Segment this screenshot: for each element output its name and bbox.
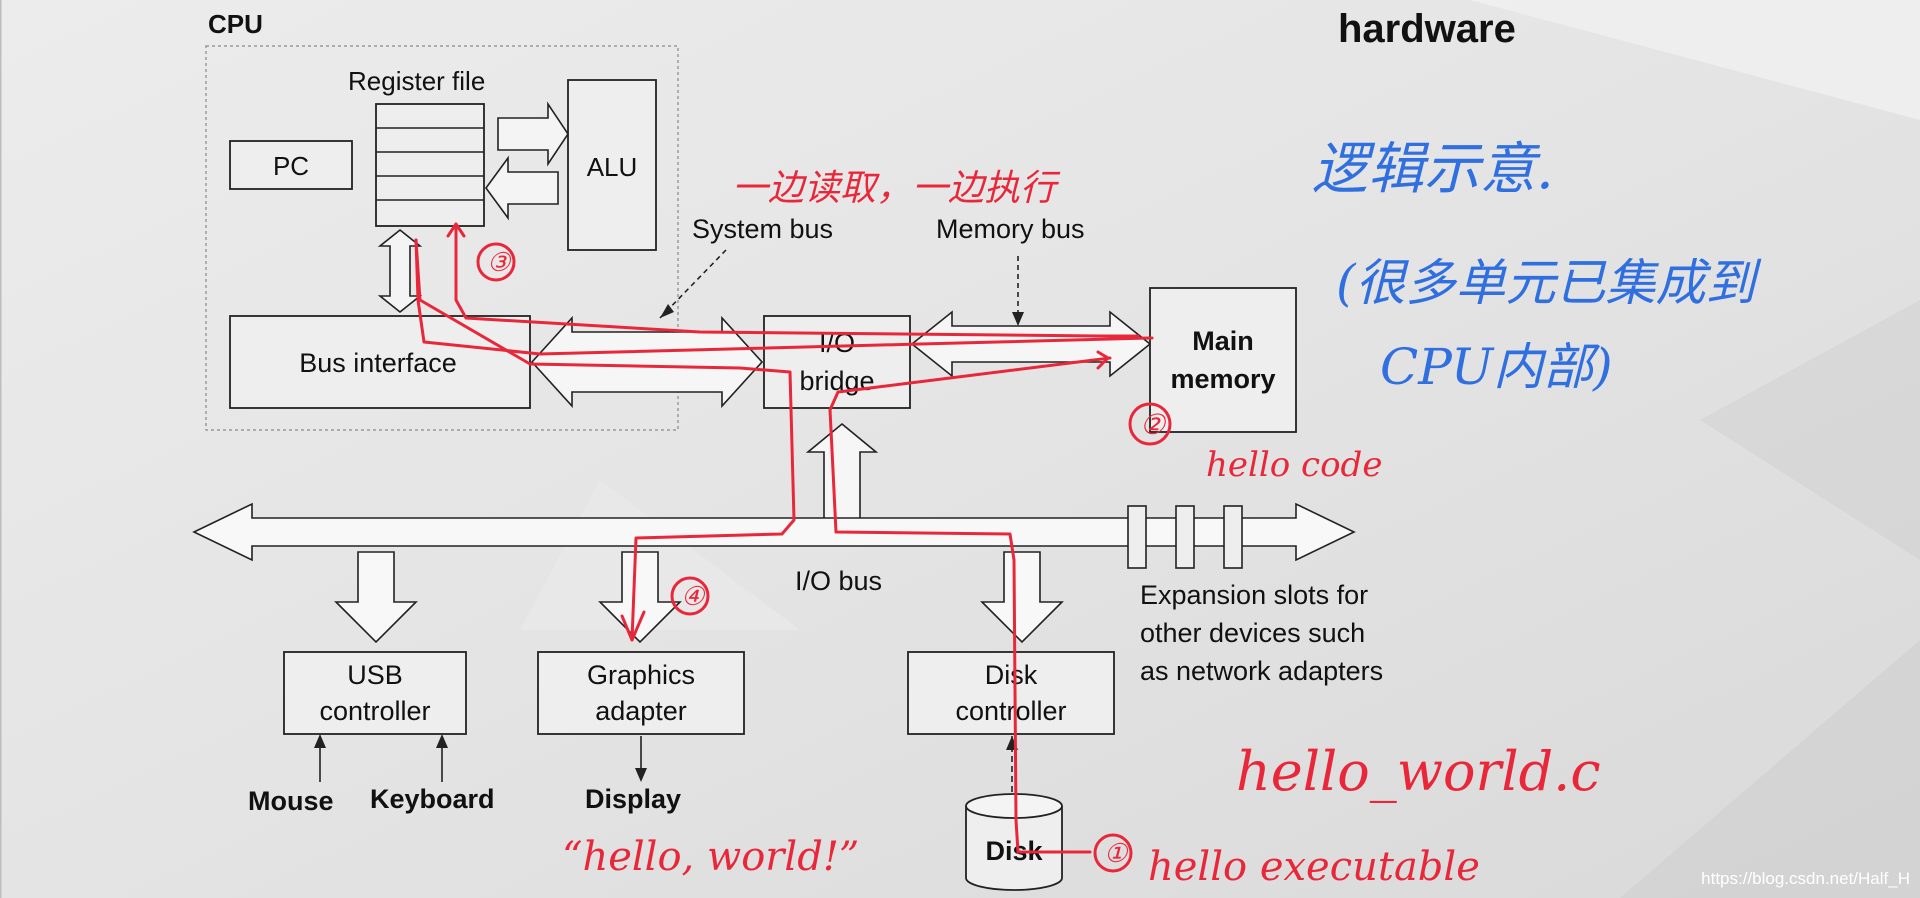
usb-controller-label-line1: USB [347,660,403,690]
step-4-marker: ④ [681,582,706,612]
expansion-slot [1223,505,1243,569]
main-memory [1149,287,1297,433]
cpu-to-graphics-path [414,238,796,642]
system-bus-pointer [659,249,727,319]
disk-to-memory-path [828,356,1112,854]
main-memory-label-line1: Main [1192,326,1254,356]
alu-to-register-arrow [485,155,559,221]
bus-interface-label: Bus interface [299,348,457,378]
graphics-adapter-label-line1: Graphics [587,660,695,690]
graphics-adapter [537,651,745,735]
step-3-marker: ③ [487,248,512,278]
background-facet [1470,0,1920,120]
annotation-read-while-execute: 一边读取，一边执行 [732,168,1061,209]
expansion-slots-label-line3: as network adapters [1140,656,1383,686]
step-4-circle [670,576,710,616]
annotation-integrated-line2: CPU内部) [1380,338,1613,396]
step-1-circle [1093,833,1133,873]
annotation-hello-executable: hello executable [1148,844,1480,890]
step-3-circle [476,242,516,282]
memory-bus-label: Memory bus [936,214,1085,244]
alu-label: ALU [587,152,638,182]
usb-controller [283,651,467,735]
expansion-slots-label-line1: Expansion slots for [1140,580,1368,610]
cpu-to-graphics-arrowhead [620,610,646,642]
usb-bus-connector [334,551,418,644]
register-file [375,103,485,227]
graphics-adapter-label-line2: adapter [595,696,687,726]
background-facet [1620,640,1920,898]
register-file-label: Register file [348,66,485,96]
disk-controller [907,651,1115,735]
annotation-logical-view: 逻辑示意. [1312,137,1554,202]
disk [965,793,1063,891]
cpu-boundary [205,45,679,431]
system-bus-pointer-head [660,304,674,318]
step-2-marker: ② [1140,408,1167,441]
cpu-read-arrowhead [446,222,466,238]
disk-controller-label-line2: controller [955,696,1066,726]
background-facet [1700,300,1920,560]
cpu-label: CPU [208,9,263,39]
io-bus-label: I/O bus [795,566,882,596]
annotation-hello-world-c: hello_world.c [1236,740,1601,803]
system-bus-label: System bus [692,214,833,244]
bus-interface [229,315,531,409]
annotation-hello-world-output: “hello, world!” [562,834,859,880]
memory-to-cpu-path [414,238,1152,356]
watermark: https://blog.csdn.net/Half_H [1701,869,1910,888]
memory-bus-pointer-head [1012,312,1024,326]
keyboard-label: Keyboard [370,784,495,814]
usb-controller-label-line2: controller [319,696,430,726]
disk-to-memory-arrowhead [1096,350,1110,370]
mouse-link-head [314,734,326,748]
keyboard-link-head [436,734,448,748]
main-memory-label-line2: memory [1170,364,1275,394]
expansion-slot [1127,505,1147,569]
display-link-head [635,768,647,782]
io-bus [192,502,1356,562]
graphics-bus-connector [598,551,682,644]
annotation-integrated-line1: (很多单元已集成到 [1336,254,1762,312]
register-to-alu-arrow [497,101,569,167]
register-bus-arrow [377,228,423,314]
display-label: Display [585,784,681,814]
expansion-slot [1175,505,1195,569]
alu [567,79,657,251]
mouse-label: Mouse [248,786,334,816]
step-2-circle [1128,402,1172,446]
expansion-slots-label-line2: other devices such [1140,618,1365,648]
disk-bus-connector [980,551,1064,644]
pc-label: PC [273,151,309,181]
step-1-marker: ① [1104,839,1129,869]
disk-controller-label-line1: Disk [985,660,1038,690]
system-bus [530,315,764,409]
pc-register [229,140,353,190]
slide-title: hardware [1338,7,1516,51]
data-flow-paths [414,222,1172,873]
cpu-read-path [454,224,1140,338]
annotation-hello-code: hello code [1206,445,1382,485]
